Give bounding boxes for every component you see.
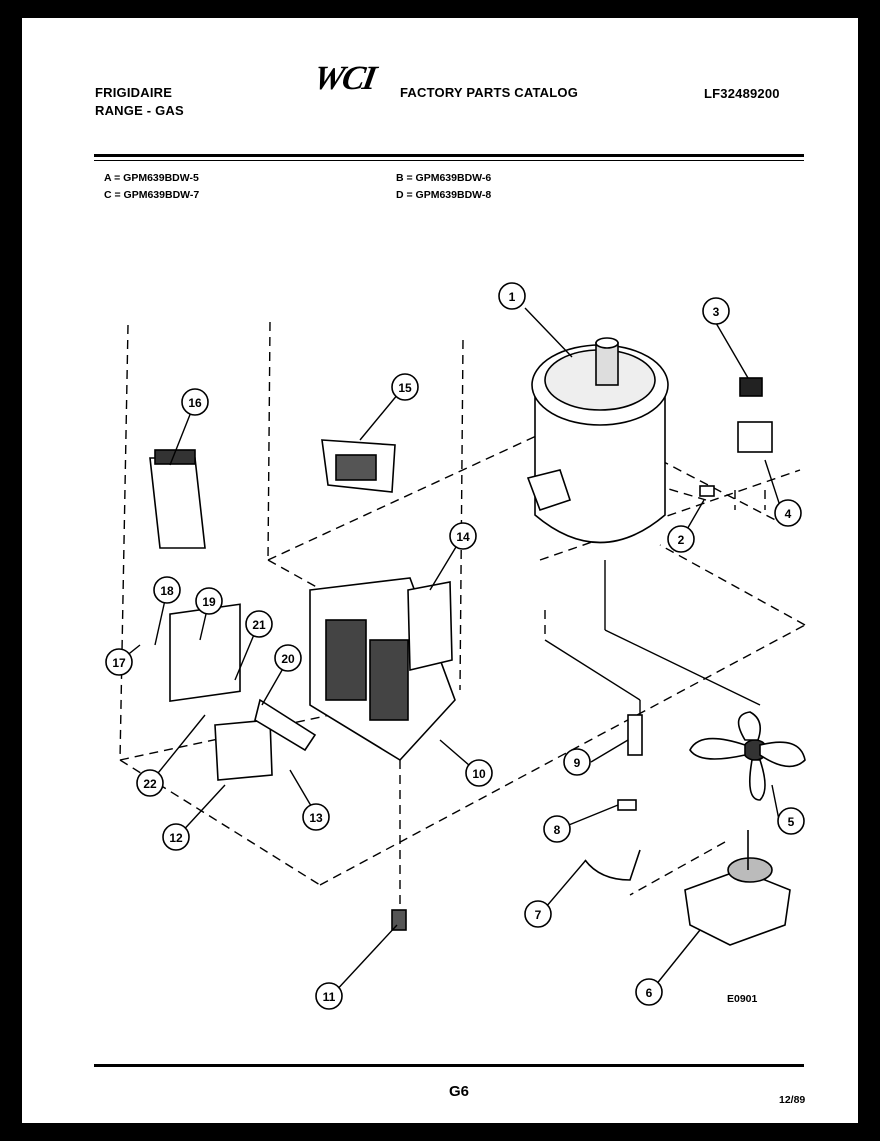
svg-text:11: 11 (323, 990, 336, 1004)
catalog-title: FACTORY PARTS CATALOG (400, 85, 579, 100)
callout-19: 19 (195, 587, 223, 615)
svg-text:3: 3 (713, 305, 720, 319)
svg-text:10: 10 (472, 767, 486, 781)
svg-text:12: 12 (169, 831, 183, 845)
svg-text:7: 7 (535, 908, 542, 922)
callout-9: 9 (563, 748, 591, 776)
svg-text:6: 6 (646, 986, 653, 1000)
svg-text:15: 15 (398, 381, 412, 395)
model-c: C = GPM639BDW-7 (104, 189, 200, 201)
product-label: RANGE - GAS (95, 103, 184, 118)
drawing-code: E0901 (727, 993, 758, 1005)
callout-2: 2 (667, 525, 695, 553)
svg-text:4: 4 (785, 507, 792, 521)
callout-6: 6 (635, 978, 663, 1006)
callout-13: 13 (302, 803, 330, 831)
svg-text:16: 16 (188, 396, 202, 410)
svg-text:9: 9 (574, 756, 581, 770)
callout-7: 7 (524, 900, 552, 928)
callout-21: 21 (245, 610, 273, 638)
callout-15: 15 (391, 373, 419, 401)
svg-text:8: 8 (554, 823, 561, 837)
svg-text:5: 5 (788, 815, 795, 829)
small-parts-drawing (149, 377, 806, 946)
connector-lines (544, 560, 761, 735)
svg-text:18: 18 (160, 584, 174, 598)
model-d: D = GPM639BDW-8 (396, 189, 492, 201)
page-code: G6 (449, 1083, 470, 1100)
callout-22: 22 (136, 769, 164, 797)
callout-bubbles: 1 2 3 4 5 6 7 8 9 10 11 12 13 14 15 16 1… (105, 282, 805, 1010)
callout-1: 1 (498, 282, 526, 310)
svg-text:19: 19 (202, 595, 216, 609)
callout-14: 14 (449, 522, 477, 550)
callout-16: 16 (181, 388, 209, 416)
svg-text:14: 14 (456, 530, 470, 544)
callout-11: 11 (315, 982, 343, 1010)
svg-text:20: 20 (281, 652, 295, 666)
blower-motor-drawing (526, 337, 669, 544)
catalog-number: LF32489200 (704, 86, 780, 101)
callout-4: 4 (774, 499, 802, 527)
callout-8: 8 (543, 815, 571, 843)
svg-text:22: 22 (143, 777, 157, 791)
revision-date: 12/89 (779, 1094, 806, 1106)
brand-label: FRIGIDAIRE (95, 85, 173, 100)
footer-rule (94, 1064, 804, 1067)
callout-10: 10 (465, 759, 493, 787)
model-a: A = GPM639BDW-5 (104, 172, 199, 184)
callout-18: 18 (153, 576, 181, 604)
callout-12: 12 (162, 823, 190, 851)
svg-text:2: 2 (678, 533, 685, 547)
svg-text:13: 13 (309, 811, 323, 825)
callout-5: 5 (777, 807, 805, 835)
model-b: B = GPM639BDW-6 (396, 172, 492, 184)
svg-text:1: 1 (509, 290, 516, 304)
callout-20: 20 (274, 644, 302, 672)
header-rule-thin (94, 160, 804, 161)
callout-17: 17 (105, 648, 133, 676)
callout-3: 3 (702, 297, 730, 325)
svg-text:21: 21 (252, 618, 266, 632)
header-rule (94, 154, 804, 157)
svg-text:17: 17 (112, 656, 126, 670)
